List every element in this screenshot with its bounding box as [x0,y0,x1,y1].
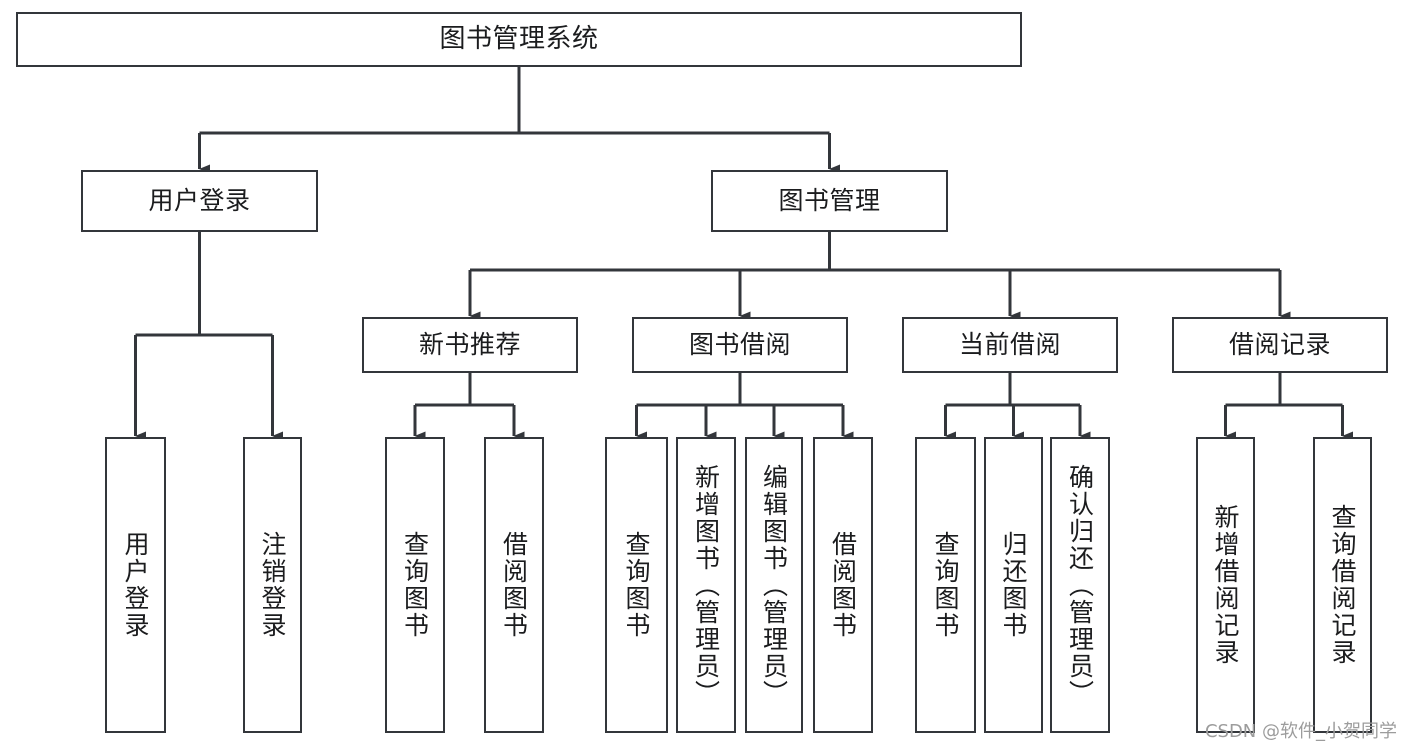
node-leaf-nb-borrow[interactable]: 借阅图书 [484,437,544,733]
csdn-watermark: CSDN @软件_小贺同学 [1204,721,1397,742]
node-leaf-bw-query[interactable]: 查询图书 [605,437,668,733]
node-label-bookmgmt: 图书管理 [778,186,881,216]
node-root[interactable]: 图书管理系统 [16,12,1022,67]
node-leaf-cur-confirm[interactable]: 确认归还（管理员） [1050,437,1110,733]
node-leaf-cur-query[interactable]: 查询图书 [915,437,976,733]
node-label-leaf-cur-confirm: 确认归还（管理员） [1065,463,1095,707]
node-label-records: 借阅记录 [1228,330,1331,360]
node-label-root: 图书管理系统 [439,24,599,55]
node-label-leaf-bw-query: 查询图书 [622,531,651,639]
node-login[interactable]: 用户登录 [81,170,318,232]
node-label-leaf-nb-borrow: 借阅图书 [499,531,529,639]
node-leaf-nb-query[interactable]: 查询图书 [385,437,445,733]
node-label-leaf-cur-return: 归还图书 [999,531,1028,639]
node-leaf-bw-edit[interactable]: 编辑图书（管理员） [745,437,803,733]
node-leaf-rec-query[interactable]: 查询借阅记录 [1313,437,1372,733]
node-current[interactable]: 当前借阅 [902,317,1118,373]
node-label-leaf-user-logout: 注销登录 [258,531,287,639]
node-label-leaf-cur-query: 查询图书 [931,531,960,639]
node-label-leaf-bw-borrow: 借阅图书 [828,531,858,639]
node-label-newbook: 新书推荐 [418,330,521,360]
node-label-leaf-bw-edit: 编辑图书（管理员） [759,463,789,707]
node-leaf-rec-add[interactable]: 新增借阅记录 [1196,437,1255,733]
node-records[interactable]: 借阅记录 [1172,317,1388,373]
node-leaf-user-logout[interactable]: 注销登录 [243,437,302,733]
node-label-leaf-nb-query: 查询图书 [400,531,430,639]
node-borrow[interactable]: 图书借阅 [632,317,848,373]
node-label-leaf-rec-add: 新增借阅记录 [1211,504,1240,666]
node-label-leaf-rec-query: 查询借阅记录 [1328,504,1357,666]
node-leaf-cur-return[interactable]: 归还图书 [984,437,1043,733]
node-leaf-bw-add[interactable]: 新增图书（管理员） [676,437,736,733]
node-label-leaf-bw-add: 新增图书（管理员） [691,463,721,707]
node-leaf-user-login[interactable]: 用户登录 [105,437,166,733]
node-leaf-bw-borrow[interactable]: 借阅图书 [813,437,873,733]
node-label-leaf-user-login: 用户登录 [121,531,150,639]
node-label-current: 当前借阅 [958,330,1061,360]
node-label-borrow: 图书借阅 [688,330,791,360]
node-label-login: 用户登录 [148,186,251,216]
node-bookmgmt[interactable]: 图书管理 [711,170,948,232]
node-newbook[interactable]: 新书推荐 [362,317,578,373]
